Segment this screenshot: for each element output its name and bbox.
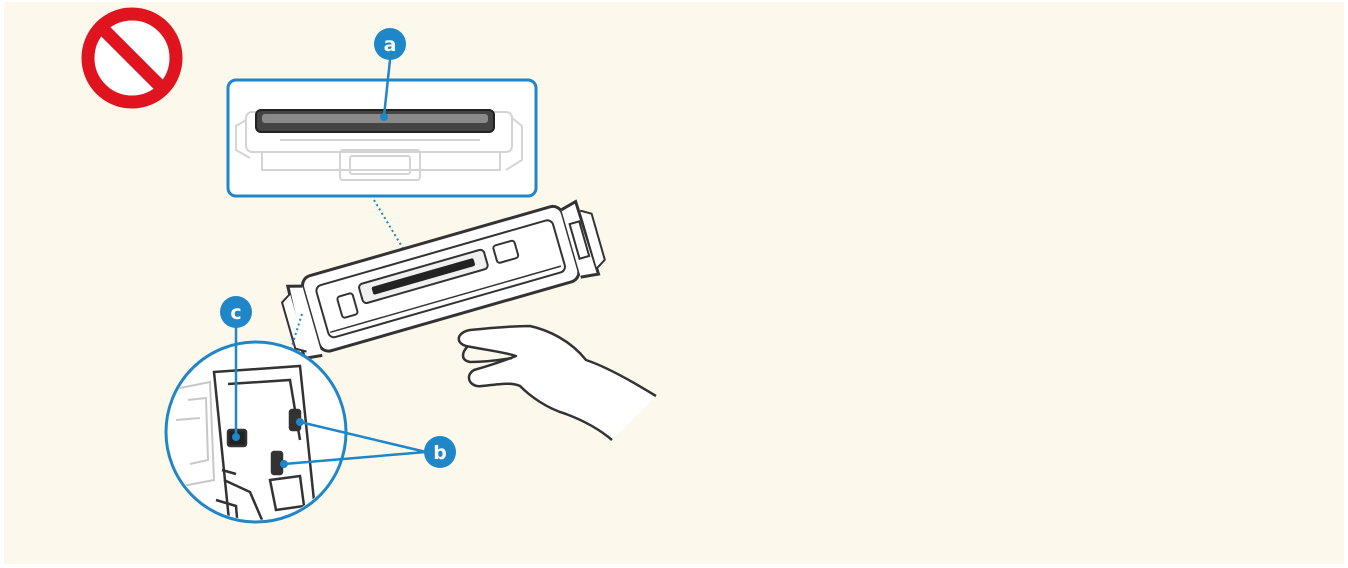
callout-a: a <box>374 28 406 60</box>
svg-text:b: b <box>433 442 447 464</box>
callout-b: b <box>424 436 456 468</box>
hand-icon <box>459 326 656 440</box>
callout-a-dot <box>380 113 388 121</box>
callout-c-dot <box>232 433 240 441</box>
callout-c: c <box>220 296 252 328</box>
callout-b-dot-1 <box>296 418 304 426</box>
callout-b-dot-2 <box>280 460 288 468</box>
detail-circle <box>166 342 346 530</box>
drum-zoom-box <box>228 80 536 196</box>
svg-text:a: a <box>384 34 397 56</box>
drum-roller <box>256 110 494 132</box>
prohibited-icon <box>88 14 176 102</box>
drum-connector <box>374 200 404 250</box>
svg-text:c: c <box>230 302 241 324</box>
